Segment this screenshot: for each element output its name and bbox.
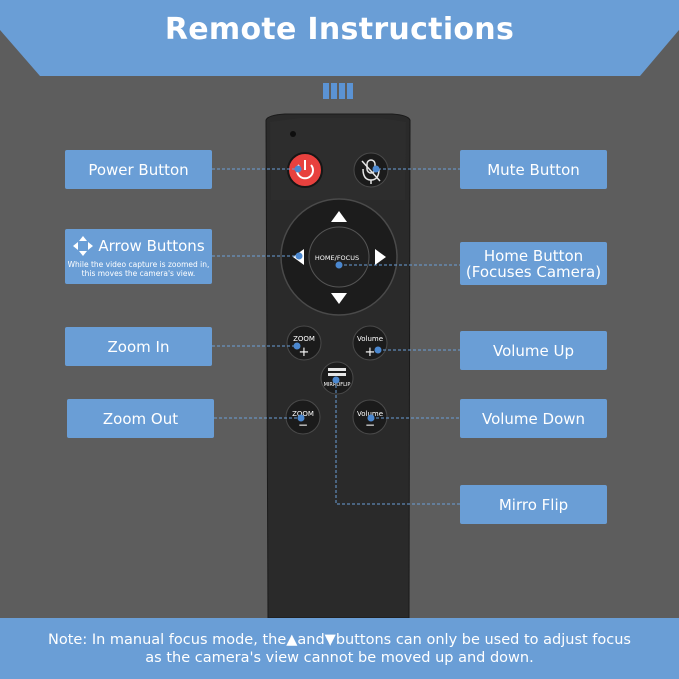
svg-text:Volume: Volume — [357, 410, 383, 418]
home-button-label: Home Button (Focuses Camera) — [460, 242, 607, 285]
zoom-in-label: Zoom In — [65, 327, 212, 366]
zoom-in-remote-button: ZOOM + — [286, 325, 322, 361]
volume-up-label: Volume Up — [460, 331, 607, 370]
volume-down-label: Volume Down — [460, 399, 607, 438]
connector-dots — [293, 165, 382, 422]
right-arrow-icon — [375, 249, 386, 265]
svg-text:−: − — [365, 418, 375, 432]
volume-up-remote-button: Volume + — [352, 325, 388, 361]
footer-note: Note: In manual focus mode, the▲and▼butt… — [0, 618, 679, 679]
note-line-2: as the camera's view cannot be moved up … — [145, 649, 534, 666]
svg-text:MIRROFLIP: MIRROFLIP — [324, 382, 351, 388]
home-focus-label: HOME/FOCUS — [315, 254, 359, 262]
power-button-label: Power Button — [65, 150, 212, 189]
down-arrow-icon — [331, 293, 347, 304]
connector-lines — [212, 168, 460, 505]
mirror-flip-label: Mirro Flip — [460, 485, 607, 524]
power-icon — [287, 152, 323, 188]
svg-text:+: + — [365, 345, 376, 360]
ir-signal-icon — [323, 83, 353, 99]
arrow-pad: HOME/FOCUS — [280, 198, 398, 316]
svg-text:−: − — [298, 418, 308, 432]
svg-text:Volume: Volume — [357, 335, 383, 343]
mute-icon — [353, 152, 389, 188]
up-arrow-icon — [331, 211, 347, 222]
zoom-out-label: Zoom Out — [67, 399, 214, 438]
led-indicator — [290, 131, 296, 137]
svg-text:ZOOM: ZOOM — [292, 410, 314, 418]
svg-text:ZOOM: ZOOM — [293, 335, 315, 343]
four-way-arrow-icon — [73, 236, 94, 256]
mute-button-label: Mute Button — [460, 150, 607, 189]
note-line-1: Note: In manual focus mode, the▲and▼butt… — [48, 631, 631, 648]
page-title: Remote Instructions — [164, 12, 515, 47]
svg-text:+: + — [299, 345, 310, 360]
arrow-buttons-label: Arrow Buttons While the video capture is… — [65, 229, 212, 284]
